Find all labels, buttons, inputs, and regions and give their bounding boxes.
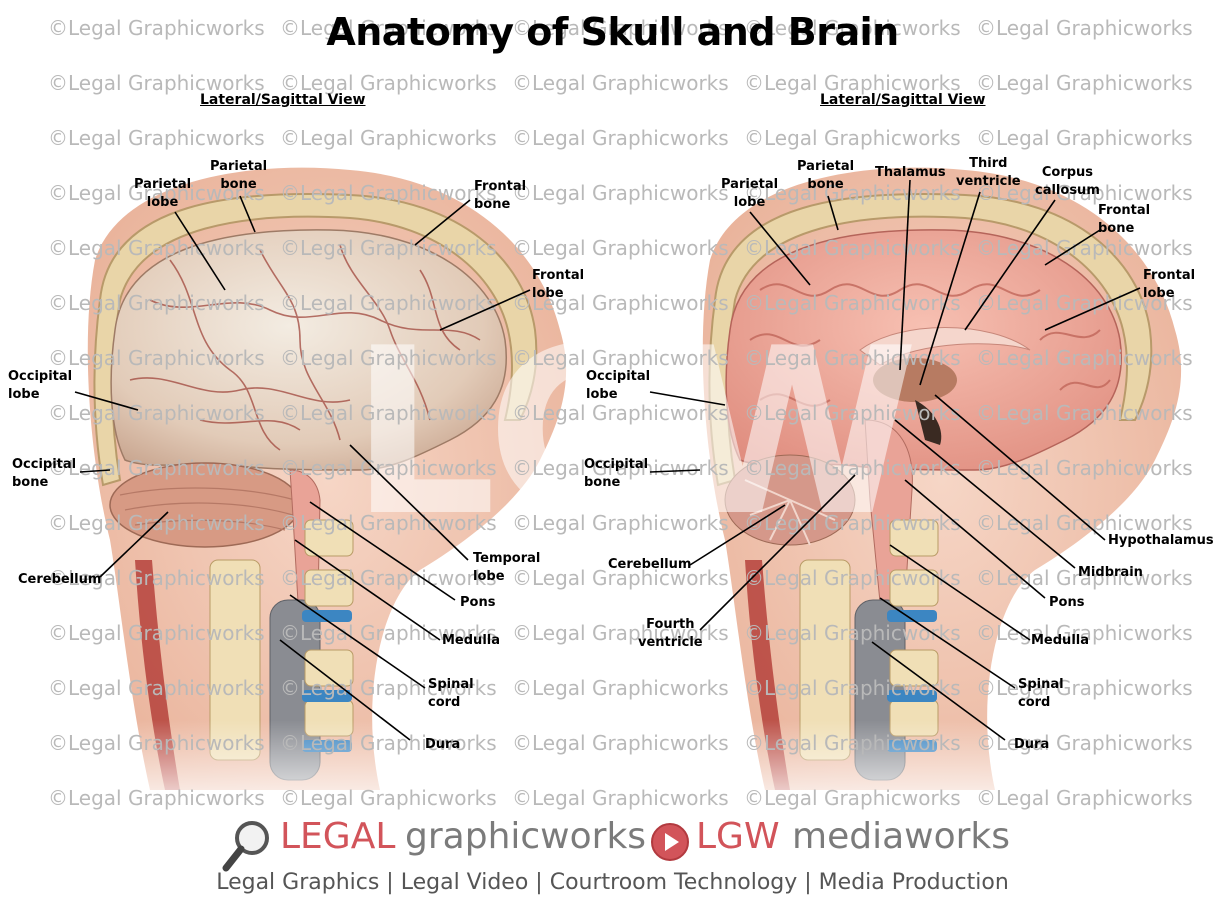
right-label-parietal-bone: Parietal bone — [797, 159, 855, 192]
left-view-title: Lateral/Sagittal View — [200, 92, 366, 108]
left-label-occipital-lobe: Occipital lobe — [8, 369, 73, 402]
right-label-fourth-ventricle: Fourth ventricle — [638, 617, 703, 650]
left-label-parietal-lobe: Parietal lobe — [134, 177, 192, 210]
brand-legal-text: LEGAL — [280, 816, 396, 857]
brand-tagline: Legal Graphics | Legal Video | Courtroom… — [216, 870, 1009, 895]
right-label-third-ventricle: Third ventricle — [956, 156, 1021, 189]
left-vertebrae — [209, 519, 354, 761]
brand-lgw-text: LGW — [696, 816, 780, 857]
right-label-spinal-cord: Spinal cord — [1018, 677, 1064, 710]
play-icon — [651, 823, 689, 861]
brand-footer: LEGAL graphicworks LGW mediaworks — [0, 812, 1225, 872]
right-label-medulla: Medulla — [1031, 633, 1089, 648]
right-label-occipital-bone: Occipital bone — [584, 457, 649, 490]
page-title: Anatomy of Skull and Brain — [326, 10, 899, 54]
left-label-medulla: Medulla — [442, 633, 500, 648]
right-label-thalamus: Thalamus — [875, 165, 946, 180]
left-label-frontal-bone: Frontal bone — [474, 179, 527, 212]
left-head-artwork — [87, 167, 567, 790]
left-label-parietal-bone: Parietal bone — [210, 159, 268, 192]
center-watermark-logo: LGW — [350, 300, 919, 567]
right-label-dura: Dura — [1014, 737, 1050, 752]
left-label-cerebellum: Cerebellum — [18, 572, 102, 587]
right-label-frontal-lobe: Frontal lobe — [1143, 268, 1196, 301]
right-label-midbrain: Midbrain — [1078, 565, 1143, 580]
right-label-frontal-bone: Frontal bone — [1098, 203, 1151, 236]
right-thalamus — [873, 358, 957, 402]
left-label-occipital-bone: Occipital bone — [12, 457, 77, 490]
magnifier-icon — [222, 821, 269, 872]
brand-mediaworks-text: mediaworks — [792, 816, 1011, 857]
right-label-hypothalamus: Hypothalamus — [1108, 533, 1214, 548]
right-view-title: Lateral/Sagittal View — [820, 92, 986, 108]
right-label-occipital-lobe: Occipital lobe — [586, 369, 651, 402]
leader-lines — [74, 179, 1141, 741]
left-label-temporal-lobe: Temporal lobe — [473, 551, 541, 584]
right-label-pons: Pons — [1049, 595, 1085, 610]
left-label-frontal-lobe: Frontal lobe — [532, 268, 585, 301]
left-label-dura: Dura — [425, 737, 461, 752]
right-label-parietal-lobe: Parietal lobe — [721, 177, 779, 210]
left-label-pons: Pons — [460, 595, 496, 610]
left-label-spinal-cord: Spinal cord — [428, 677, 474, 710]
right-label-corpus-callosum: Corpus callosum — [1035, 165, 1100, 198]
brand-graphicworks-text: graphicworks — [405, 816, 647, 857]
right-label-cerebellum: Cerebellum — [608, 557, 692, 572]
left-brain-surface — [110, 229, 507, 471]
right-vertebrae — [799, 519, 939, 761]
